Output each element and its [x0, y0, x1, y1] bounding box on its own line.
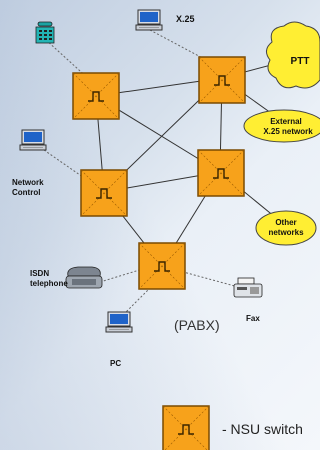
nsu-switch-bottom	[138, 242, 186, 290]
x25-label: X.25	[176, 14, 195, 24]
x25-terminal-icon	[135, 9, 163, 31]
fax-icon	[233, 277, 263, 298]
network-control-label-2: Control	[12, 188, 40, 197]
pc-label: PC	[110, 359, 121, 368]
legend-label: - NSU switch	[222, 421, 303, 437]
isdn-label-1: ISDN	[30, 269, 49, 278]
isdn-telephone-icon	[65, 266, 103, 289]
external-network-cloud: External X.25 network	[243, 109, 320, 143]
pc-icon	[105, 311, 133, 333]
external-label-1: External	[270, 117, 302, 126]
nsu-switch-mid-left	[80, 169, 128, 217]
other-networks-cloud: Other networks	[255, 210, 317, 246]
legend-switch-icon	[162, 405, 210, 450]
network-control-icon	[19, 129, 47, 151]
nsu-switch-top-right	[198, 56, 246, 104]
external-label-2: X.25 network	[263, 127, 313, 136]
fax-label: Fax	[246, 314, 260, 323]
ptt-label: PTT	[291, 56, 310, 67]
network-control-label-1: Network	[12, 178, 44, 187]
nsu-switch-top-left	[72, 72, 120, 120]
ptt-cloud: PTT	[266, 21, 320, 89]
telephone-icon	[35, 21, 55, 44]
other-label-1: Other	[275, 218, 296, 227]
isdn-label-2: telephone	[30, 279, 68, 288]
other-label-2: networks	[268, 228, 304, 237]
pabx-label: (PABX)	[174, 317, 220, 333]
nsu-switch-mid-right	[197, 149, 245, 197]
